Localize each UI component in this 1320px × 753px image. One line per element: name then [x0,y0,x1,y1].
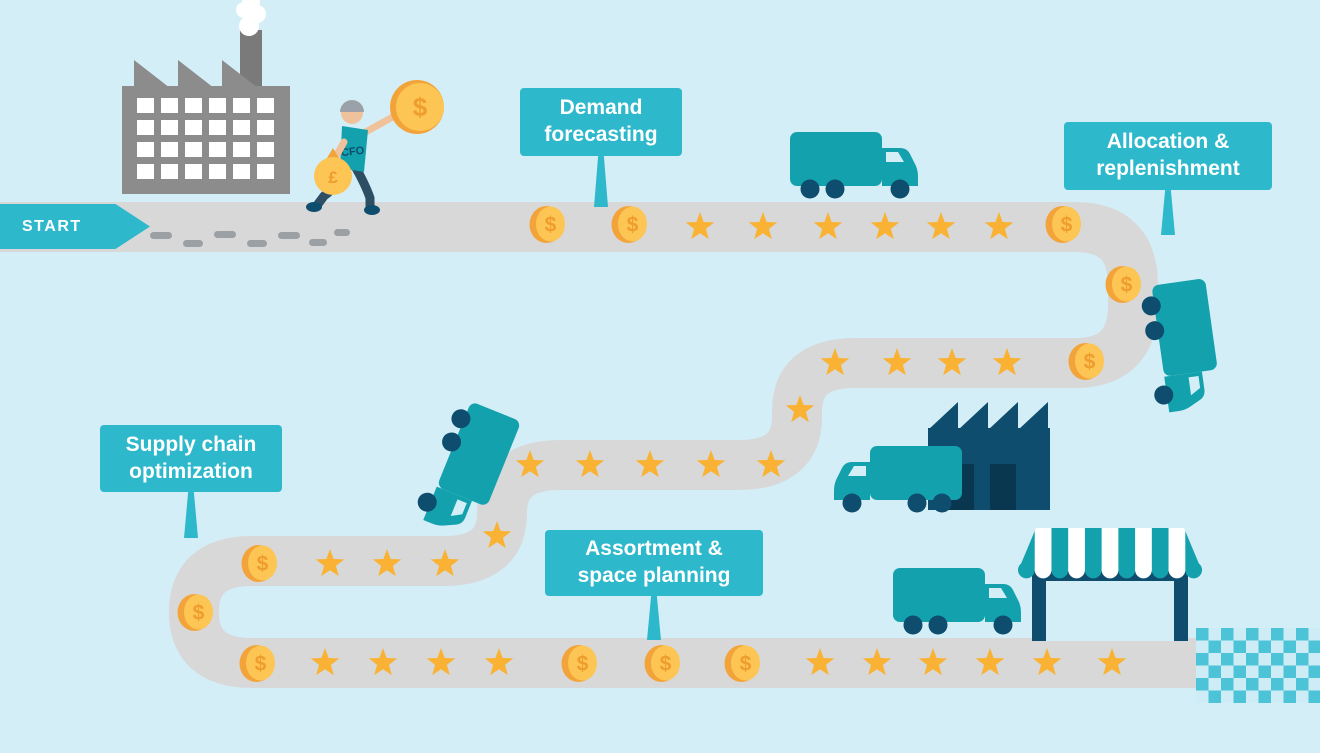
pound-symbol: £ [328,168,338,187]
sign-text-line: Supply chain [125,432,257,456]
sign-demand-forecasting: Demand forecasting [520,88,682,156]
cap [340,100,364,112]
dollar-coin-icon: $ [1068,343,1104,380]
factory-roof [134,60,258,88]
mid-factory [928,402,1050,510]
dollar-coin-icon: $ [724,645,760,682]
bag-tie [327,148,339,158]
dollar-coin-icon: $ [529,206,565,243]
vest [340,126,368,172]
truck-mid-factory [834,446,962,513]
svg-text:$: $ [193,602,205,625]
factory-smoke [236,0,266,36]
sign-post-demand-forecasting [594,155,608,207]
sign-text-line: replenishment [1096,157,1240,180]
sign-text-line: optimization [129,459,253,483]
dollar-coin-icon: $ [1045,206,1081,243]
shoe [364,205,380,215]
svg-text:$: $ [1084,351,1096,374]
start-factory [122,0,290,194]
dollar-coin-icon: $ [239,645,275,682]
sign-supply-chain-optimization: Supply chain optimization [100,425,282,492]
factory-windows [137,98,274,179]
road-decorations: $ $ $ $ $ $ $ $ $ $ $ [177,206,1141,682]
svg-text:$: $ [740,653,752,676]
svg-text:$: $ [660,653,672,676]
road-path [0,202,1320,688]
sign-text-line: Demand [559,96,643,120]
sign-post-assortment-space-planning [647,595,661,640]
sign-post-allocation-replenishment [1161,189,1175,235]
sign-text-line: Assortment & [585,537,723,561]
svg-text:$: $ [1121,274,1133,297]
dollar-coin-icon: $ [177,594,213,631]
dollar-coin-icon: $ [561,645,597,682]
svg-text:$: $ [257,553,269,576]
dollar-coin-icon: $ [241,545,277,582]
motion-dashes [150,229,350,247]
store-awning-scallops [1018,561,1203,579]
big-coin [396,83,444,131]
svg-text:$: $ [1061,214,1073,237]
factory-chimney [240,30,262,88]
dollar-coin-icon: $ [1105,266,1141,303]
factory-door [990,464,1016,510]
svg-text:$: $ [627,214,639,237]
truck-top-road [790,132,918,199]
storefront-window [1046,581,1174,641]
dollar-symbol: $ [413,92,428,122]
dollar-coin-icon: $ [644,645,680,682]
finish-checkers [1196,628,1320,703]
raised-arm [358,110,402,138]
sign-text-line: Allocation & [1106,130,1230,154]
sign-text-line: space planning [577,564,731,587]
truck-bottom-road [893,568,1021,635]
cfo-label: CFO [341,145,366,159]
dollar-coin-icon: $ [611,206,647,243]
sign-post-supply-chain-optimization [184,491,198,538]
money-bag [314,157,352,195]
svg-text:$: $ [577,653,589,676]
cfo-character: CFO £ $ [306,80,444,215]
start-banner: START [0,204,150,249]
svg-text:$: $ [545,214,557,237]
sign-allocation-replenishment: Allocation & replenishment [1064,122,1272,190]
mid-factory-roof [928,402,1048,430]
truck-right-bend [1139,278,1223,415]
shoe [306,202,322,212]
svg-text:$: $ [255,653,267,676]
start-label: START [22,217,82,235]
sign-assortment-space-planning: Assortment & space planning [545,530,763,596]
sign-text-line: forecasting [544,123,658,146]
store [1018,528,1203,641]
